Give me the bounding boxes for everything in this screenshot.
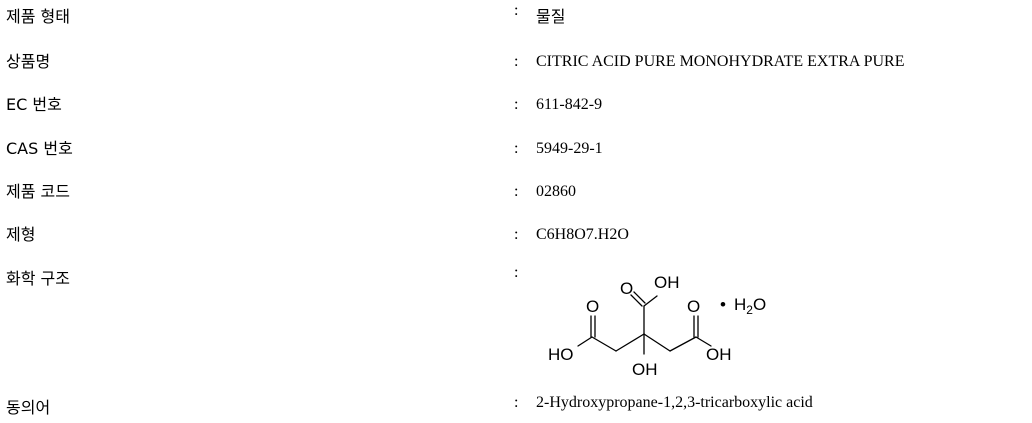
field-value-product-form: 물질 [536, 7, 566, 26]
atom-center-oh: OH [632, 360, 658, 379]
atom-top-oh: OH [654, 273, 680, 292]
field-label-cas-number: CAS 번호 [6, 139, 73, 158]
field-label-ec-number: EC 번호 [6, 95, 62, 114]
field-row-product-code: 제품 코드 : 02860 [0, 177, 1032, 207]
field-row-ec-number: EC 번호 : 611-842-9 [0, 90, 1032, 120]
bond-center-to-right-ch2 [643, 333, 671, 352]
field-label-product-code: 제품 코드 [6, 182, 70, 201]
field-value-synonyms: 2-Hydroxypropane-1,2,3-tricarboxylic aci… [536, 394, 813, 411]
field-row-chemical-structure: 화학 구조 : [0, 264, 1032, 294]
field-row-product-form: 제품 형태 : 물질 [0, 2, 1032, 32]
field-value-ec-number: 611-842-9 [536, 96, 603, 113]
chemical-structure-diagram: O OH O O HO OH OH • H2O [536, 262, 776, 387]
field-label-trade-name: 상품명 [6, 52, 51, 71]
bond-right-ch2-to-carboxyl [669, 336, 697, 352]
bond-left-hydroxyl [577, 336, 593, 347]
field-value-trade-name: CITRIC ACID PURE MONOHYDRATE EXTRA PURE [536, 53, 905, 70]
field-value-product-code: 02860 [536, 183, 576, 200]
bond-top-carbonyl-b [633, 291, 646, 304]
bond-left-carboxyl-to-ch2 [591, 336, 617, 352]
water-o: O [753, 295, 766, 314]
field-separator: : [514, 96, 519, 113]
field-separator: : [514, 226, 519, 243]
atom-right-carbonyl-o: O [687, 297, 700, 316]
field-label-product-form: 제품 형태 [6, 7, 70, 26]
water-h: H [734, 295, 746, 314]
field-row-formula: 제형 : C6H8O7.H2O [0, 220, 1032, 250]
field-separator: : [514, 140, 519, 157]
bond-left-ch2-to-center [615, 333, 645, 352]
field-separator: : [514, 2, 519, 19]
field-label-formula: 제형 [6, 225, 36, 244]
structure-bonds [577, 291, 712, 355]
field-value-formula: C6H8O7.H2O [536, 226, 629, 243]
water-formula: H2O [734, 295, 766, 317]
field-row-synonyms: 동의어 : 2-Hydroxypropane-1,2,3-tricarboxyl… [0, 388, 1032, 418]
atom-top-carbonyl-o: O [620, 279, 633, 298]
atom-right-oh: OH [706, 345, 732, 364]
field-separator: : [514, 264, 519, 281]
bond-right-hydroxyl [695, 336, 712, 347]
bond-top-hydroxyl [643, 295, 658, 307]
water-subscript-2: 2 [746, 303, 753, 317]
bond-top-carbonyl-a [630, 294, 643, 307]
field-row-trade-name: 상품명 : CITRIC ACID PURE MONOHYDRATE EXTRA… [0, 47, 1032, 77]
field-value-cas-number: 5949-29-1 [536, 140, 603, 157]
field-row-cas-number: CAS 번호 : 5949-29-1 [0, 134, 1032, 164]
field-label-chemical-structure: 화학 구조 [6, 269, 70, 288]
atom-left-ho: HO [548, 345, 574, 364]
field-label-synonyms: 동의어 [6, 398, 51, 417]
field-separator: : [514, 183, 519, 200]
field-separator: : [514, 53, 519, 70]
citric-acid-structure-svg: O OH O O HO OH OH • H2O [548, 273, 766, 379]
field-separator: : [514, 394, 519, 411]
water-dot: • [720, 295, 726, 314]
atom-left-carbonyl-o: O [586, 297, 599, 316]
